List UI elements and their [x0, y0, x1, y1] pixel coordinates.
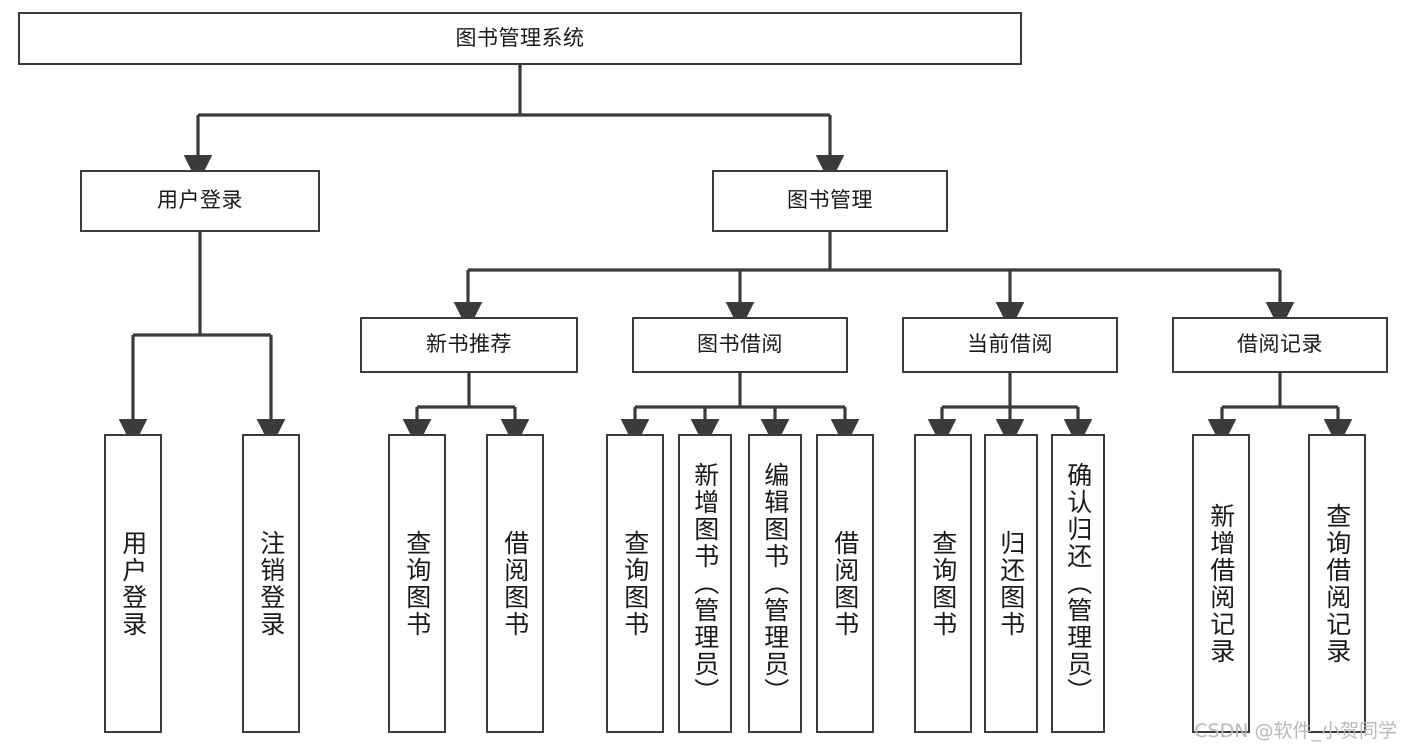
- node-borrow-record[interactable]: 借阅记录: [1172, 317, 1388, 373]
- leaf-add-borrow-record[interactable]: 新增借阅记录: [1192, 434, 1250, 733]
- node-book-borrow-label: 图书借阅: [697, 332, 783, 357]
- leaf-borrow-book-recommend-label: 借阅图书: [500, 529, 530, 638]
- leaf-borrow-book-label: 借阅图书: [830, 529, 860, 638]
- node-root-system[interactable]: 图书管理系统: [18, 12, 1022, 65]
- node-new-book-recommend[interactable]: 新书推荐: [360, 317, 578, 373]
- leaf-borrow-book-recommend[interactable]: 借阅图书: [486, 434, 544, 733]
- leaf-query-borrow-record-label: 查询借阅记录: [1322, 502, 1352, 665]
- leaf-query-book-borrow-label: 查询图书: [620, 529, 650, 638]
- node-current-borrow-label: 当前借阅: [967, 332, 1053, 357]
- node-current-borrow[interactable]: 当前借阅: [902, 317, 1118, 373]
- node-user-login-branch-label: 用户登录: [157, 188, 243, 213]
- leaf-query-book-current[interactable]: 查询图书: [914, 434, 972, 733]
- csdn-watermark: CSDN @软件_小贺同学: [1194, 720, 1397, 742]
- leaf-add-book-admin[interactable]: 新增图书（管理员）: [678, 434, 732, 733]
- node-borrow-record-label: 借阅记录: [1237, 332, 1323, 357]
- leaf-query-book-recommend[interactable]: 查询图书: [388, 434, 446, 733]
- node-book-management-branch-label: 图书管理: [787, 188, 873, 213]
- leaf-query-borrow-record[interactable]: 查询借阅记录: [1308, 434, 1366, 733]
- leaf-confirm-return-admin[interactable]: 确认归还（管理员）: [1051, 434, 1105, 733]
- leaf-return-book-label: 归还图书: [996, 529, 1026, 638]
- leaf-query-book-borrow[interactable]: 查询图书: [606, 434, 664, 733]
- leaf-borrow-book[interactable]: 借阅图书: [816, 434, 874, 733]
- leaf-edit-book-admin[interactable]: 编辑图书（管理员）: [748, 434, 802, 733]
- leaf-add-book-admin-label: 新增图书（管理员）: [690, 462, 720, 705]
- node-root-system-label: 图书管理系统: [455, 25, 585, 50]
- leaf-user-login[interactable]: 用户登录: [104, 434, 162, 733]
- leaf-query-book-recommend-label: 查询图书: [402, 529, 432, 638]
- leaf-return-book[interactable]: 归还图书: [984, 434, 1038, 733]
- leaf-user-login-label: 用户登录: [118, 529, 148, 638]
- leaf-logout[interactable]: 注销登录: [242, 434, 300, 733]
- leaf-query-book-current-label: 查询图书: [928, 529, 958, 638]
- leaf-add-borrow-record-label: 新增借阅记录: [1206, 502, 1236, 665]
- node-book-management-branch[interactable]: 图书管理: [712, 170, 948, 232]
- node-user-login-branch[interactable]: 用户登录: [80, 170, 320, 232]
- node-new-book-recommend-label: 新书推荐: [426, 332, 512, 357]
- leaf-confirm-return-admin-label: 确认归还（管理员）: [1063, 462, 1093, 705]
- node-book-borrow[interactable]: 图书借阅: [632, 317, 848, 373]
- leaf-logout-label: 注销登录: [256, 529, 286, 638]
- leaf-edit-book-admin-label: 编辑图书（管理员）: [760, 462, 790, 705]
